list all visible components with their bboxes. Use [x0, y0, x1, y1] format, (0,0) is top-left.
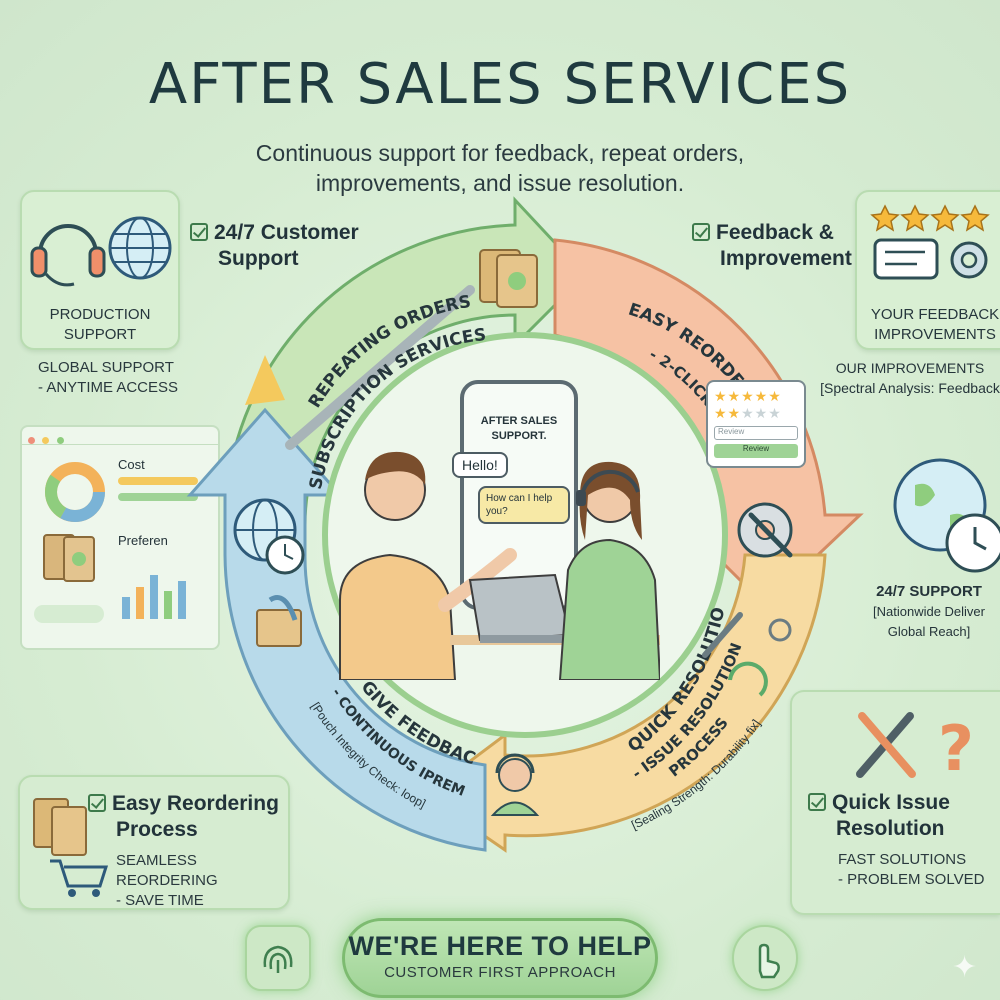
phone-title-line-1: AFTER SALES	[480, 415, 558, 427]
card-label-line-1: YOUR FEEDBACK	[870, 306, 1000, 323]
your-feedback-card: YOUR FEEDBACK IMPROVEMENTS	[855, 190, 1000, 350]
phone-title-line-2: SUPPORT.	[491, 430, 547, 442]
here-to-help-button[interactable]: WE'RE HERE TO HELP CUSTOMER FIRST APPROA…	[342, 918, 658, 998]
svg-text:?: ?	[938, 712, 974, 784]
pouches-icon	[479, 249, 538, 308]
checkbox-icon	[808, 793, 826, 811]
card-label-line-1: PRODUCTION	[49, 306, 151, 323]
cta-main-label: WE'RE HERE TO HELP	[348, 931, 652, 961]
global-support-desc: GLOBAL SUPPORT - ANYTIME ACCESS	[38, 358, 208, 398]
toggle-pill	[34, 605, 104, 623]
cost-bar-2	[118, 493, 198, 501]
card-label-line-2: IMPROVEMENTS	[874, 326, 996, 343]
wrench-gear-icon	[702, 612, 792, 697]
checkbox-icon	[88, 794, 106, 812]
dashboard-panel: Cost Preferen	[20, 425, 220, 650]
desc-line-2: - ANYTIME ACCESS	[38, 379, 179, 396]
pouch-icon	[43, 534, 95, 582]
feature-customer-support: 24/7 Customer Support	[190, 220, 390, 272]
easy-reordering-panel: Easy Reordering Process SEAMLESS REORDER…	[18, 775, 290, 910]
subtitle-line-2: improvements, and issue resolution.	[315, 170, 685, 196]
phone-title: AFTER SALES SUPPORT.	[464, 414, 574, 444]
review-button[interactable]: Review	[714, 444, 798, 458]
gear-wrench-icon	[737, 502, 793, 558]
quick-issue-desc: FAST SOLUTIONS - PROBLEM SOLVED	[838, 850, 998, 890]
cost-label: Cost	[118, 457, 145, 472]
feature-line-2: Process	[116, 818, 198, 841]
desc-line-2: - SAVE TIME	[116, 892, 204, 909]
hello-bubble: Hello!	[452, 452, 508, 478]
cta-sub-label: CUSTOMER FIRST APPROACH	[384, 964, 616, 981]
desc-line-1: OUR IMPROVEMENTS	[835, 360, 985, 376]
review-card: ★★★★★ ★★★★★ Review Review	[706, 380, 806, 468]
feature-line-1: Quick Issue	[832, 791, 950, 814]
globe-clock-icon-right	[893, 458, 1000, 573]
checkbox-icon	[692, 223, 710, 241]
tools-question-icon: ?	[856, 712, 974, 784]
feature-line-2: Improvement	[720, 247, 852, 270]
bar-chart-icon	[122, 575, 186, 619]
review-input[interactable]: Review	[714, 426, 798, 440]
inner-yellow-arrowhead	[245, 355, 285, 405]
desc-line-1: SEAMLESS REORDERING	[116, 852, 218, 889]
preference-label: Preferen	[118, 533, 168, 548]
fingerprint-button[interactable]	[245, 925, 311, 991]
desc-line-1: FAST SOLUTIONS	[838, 851, 967, 868]
touch-button[interactable]	[732, 925, 798, 991]
right-support-desc: 24/7 SUPPORT [Nationwide Deliver Global …	[858, 582, 1000, 642]
desc-line-1: GLOBAL SUPPORT	[38, 359, 174, 376]
production-support-card: PRODUCTION SUPPORT	[20, 190, 180, 350]
help-line-2: you?	[486, 506, 508, 517]
rating-stars-icon-2: ★★★★★	[714, 405, 782, 421]
help-bubble: How can I help you?	[478, 486, 570, 524]
customer-agent-illustration	[339, 451, 660, 680]
feature-line-2: Support	[218, 247, 299, 270]
feature-line-2: Resolution	[836, 817, 945, 840]
dashboard-titlebar	[22, 427, 218, 445]
donut-chart-icon	[45, 462, 105, 522]
feature-line-1: Feedback &	[716, 221, 834, 244]
support-line-1: [Nationwide Deliver	[873, 604, 985, 619]
support-line-2: Global Reach]	[887, 624, 971, 639]
hand-tap-icon	[758, 943, 780, 979]
fingerprint-icon	[263, 945, 293, 973]
headset-globe-icon	[30, 216, 172, 287]
page-subtitle: Continuous support for feedback, repeat …	[150, 138, 850, 198]
desc-line-2: [Spectral Analysis: Feedback	[820, 380, 1000, 396]
support-agent-icon	[490, 753, 540, 816]
cost-bar	[118, 477, 198, 485]
inner-grey-arrow	[285, 285, 475, 450]
page-title: AFTER SALES SERVICES	[148, 52, 852, 117]
our-improvements-desc: OUR IMPROVEMENTS [Spectral Analysis: Fee…	[820, 358, 1000, 398]
quick-issue-panel: ? Quick Issue Resolution FAST SOLUTIONS …	[790, 690, 1000, 915]
window-dot-icon	[42, 437, 50, 444]
feature-feedback-improvement: Feedback & Improvement	[692, 220, 862, 272]
globe-clock-icon	[233, 498, 305, 575]
card-label-line-2: SUPPORT	[63, 326, 137, 343]
window-dot-icon	[28, 437, 35, 444]
subtitle-line-1: Continuous support for feedback, repeat …	[255, 140, 745, 166]
stars-gear-icon	[870, 204, 990, 280]
window-dot-icon	[56, 437, 64, 444]
help-line-1: How can I help	[486, 493, 553, 504]
rating-stars-icon: ★★★★★	[714, 388, 782, 404]
desc-line-2: - PROBLEM SOLVED	[838, 871, 985, 888]
support-title: 24/7 SUPPORT	[876, 583, 982, 600]
box-feather-icon	[256, 595, 302, 647]
pouch-cart-icon	[33, 798, 109, 897]
reordering-desc: SEAMLESS REORDERING - SAVE TIME	[116, 851, 290, 911]
sparkle-icon: ✦	[952, 951, 978, 984]
checkbox-icon	[190, 223, 208, 241]
feature-line-1: 24/7 Customer	[214, 221, 359, 244]
feature-line-1: Easy Reordering	[112, 792, 279, 815]
